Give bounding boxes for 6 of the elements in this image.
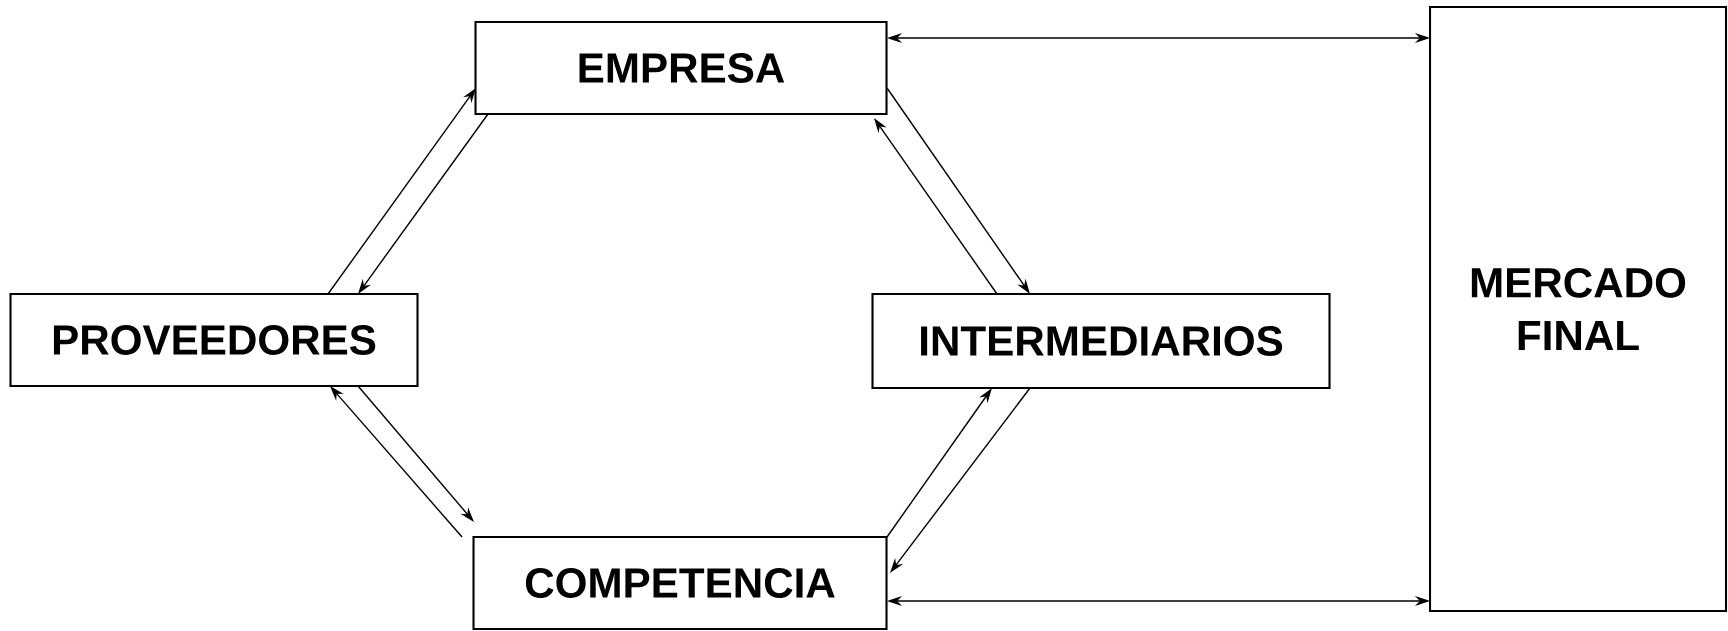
entity-box: PROVEEDORES <box>9 292 419 388</box>
entity-box: EMPRESA <box>474 20 888 116</box>
entity-box: COMPETENCIA <box>472 535 888 631</box>
entity-box: INTERMEDIARIOS <box>871 292 1331 390</box>
arrow <box>330 386 463 538</box>
market-box: MERCADO FINAL <box>1428 5 1728 613</box>
